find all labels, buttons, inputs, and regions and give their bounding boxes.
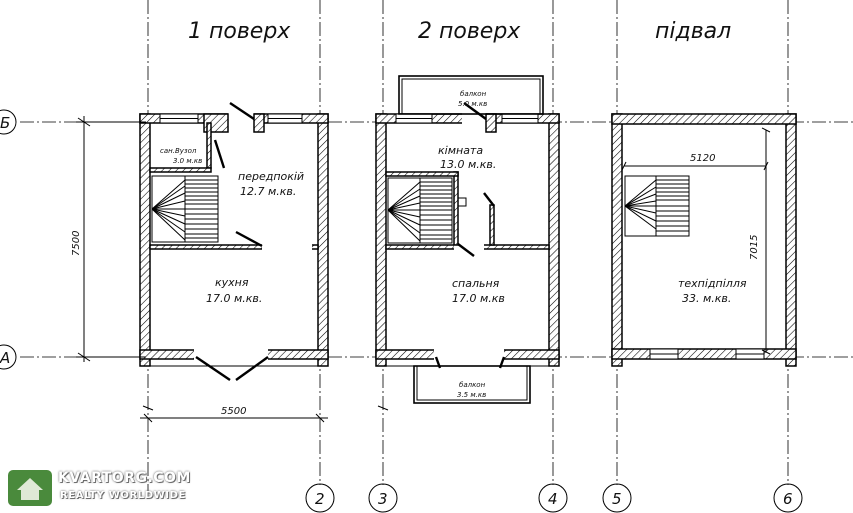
watermark-line-2: REALTY WORLDWIDE — [60, 490, 186, 501]
floor-title-basement: підвал — [655, 19, 731, 44]
basement-name: техпідпілля — [678, 277, 747, 290]
col-axis-2: 2 — [315, 490, 325, 508]
f1-kitchen-name: кухня — [215, 276, 249, 289]
height-dimension-label: 7500 — [71, 231, 82, 256]
f1-bath-area: 3.0 м.кв — [173, 157, 202, 165]
basement-height-dim: 7015 — [749, 235, 760, 260]
f2-balcony-bottom-area: 3.5 м.кв — [457, 391, 486, 399]
basement-width-dim: 5120 — [690, 153, 715, 164]
f2-bedroom-name: спальня — [452, 277, 500, 290]
basement-plan: 5120 7015 техпідпілля 33. м.кв. — [611, 113, 797, 367]
house-logo-icon — [8, 470, 52, 506]
f2-balcony-top-area: 5.0 м.кв — [458, 100, 487, 108]
basement-area: 33. м.кв. — [682, 292, 731, 305]
f2-room-name: кімната — [438, 144, 483, 157]
floor-2-plan: балкон 5.0 м.кв кімната 13.0 м.кв. спаль… — [375, 75, 560, 404]
col-axis-3: 3 — [378, 490, 388, 508]
column-axis-markers: 2 3 4 5 6 — [305, 483, 803, 513]
basement-stairs — [624, 175, 690, 237]
f1-hall-area: 12.7 м.кв. — [240, 185, 296, 198]
col-axis-6: 6 — [783, 490, 793, 508]
f1-bath-name: сан.Вузол — [160, 147, 197, 155]
watermark-line-1: KVARTORG.COM — [58, 470, 191, 486]
floor-title-2: 2 поверх — [418, 19, 521, 44]
width-dimension-label: 5500 — [221, 406, 246, 417]
floor-1-entrance-door — [229, 102, 255, 120]
floor-2-stairs — [387, 177, 467, 244]
watermark: KVARTORG.COM REALTY WORLDWIDE — [8, 470, 198, 508]
left-dimension: 7500 — [71, 116, 146, 362]
floor-title-1: 1 поверх — [188, 19, 291, 44]
bottom-dimension: 5500 — [140, 405, 389, 423]
f2-bedroom-area: 17.0 м.кв — [452, 292, 505, 305]
f2-room-area: 13.0 м.кв. — [440, 158, 496, 171]
floor-1-stairs — [151, 175, 219, 243]
col-axis-4: 4 — [548, 490, 558, 508]
row-axis-markers: Б А — [0, 109, 17, 370]
floor-1-plan: сан.Вузол 3.0 м.кв передпокій 12.7 м.кв.… — [139, 102, 329, 381]
row-axis-b: Б — [0, 114, 10, 132]
f2-balcony-top-name: балкон — [460, 90, 487, 98]
col-axis-5: 5 — [612, 490, 622, 508]
row-axis-a: А — [0, 349, 10, 367]
f2-balcony-bottom-name: балкон — [459, 381, 486, 389]
f1-kitchen-area: 17.0 м.кв. — [206, 292, 262, 305]
f1-hall-name: передпокій — [238, 170, 304, 183]
